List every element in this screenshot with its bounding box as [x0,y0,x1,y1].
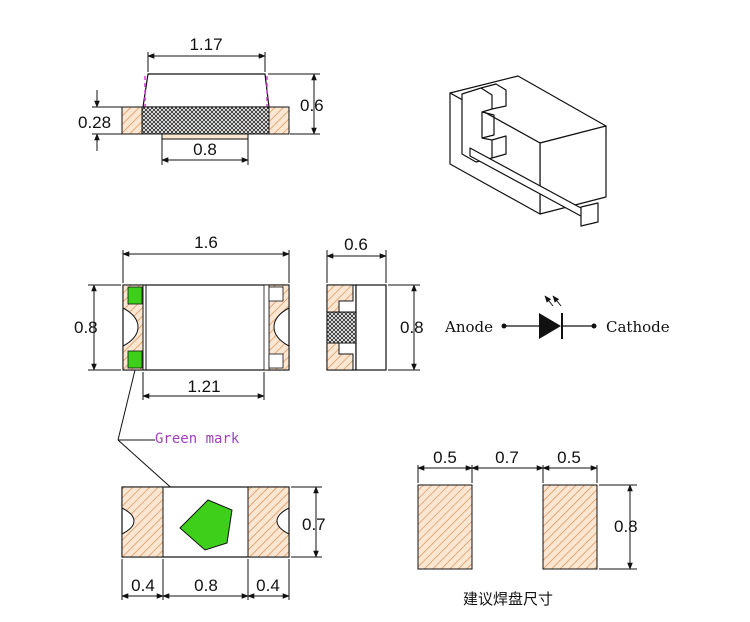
side-view-pad-right [268,106,290,135]
anode-label: Anode [444,318,493,336]
dim-footprint-pad-right: 0.5 [557,448,581,467]
dim-footprint-pad-left: 0.5 [433,448,457,467]
dim-side-width: 1.17 [189,35,222,54]
bottom-view: 0.7 0.4 0.8 0.4 [121,486,326,600]
end-view: 0.6 0.8 [326,235,424,371]
top-view: 1.6 0.8 1.21 Green mark [74,233,290,511]
top-view-outline [122,284,290,371]
iso-right-terminal [580,202,599,227]
bottom-view-green-mark [179,499,233,551]
dim-top-width: 0.8 [74,318,98,337]
green-mark-label: Green mark [155,431,240,447]
side-view-lens [142,73,270,108]
light-arrow-1 [544,295,554,307]
side-view-bottom-pad [161,133,249,140]
cathode-label: Cathode [606,318,670,336]
dim-pad-gap: 0.8 [193,140,217,159]
side-view: 1.17 0.6 0.28 0.8 [78,35,324,165]
dim-bottom-right-pad: 0.4 [256,576,280,595]
dim-footprint-height: 0.8 [614,517,638,536]
light-arrow-2 [552,295,562,307]
dim-footprint-spacing: 0.7 [495,448,519,467]
cathode-terminal-dot [591,323,597,329]
top-view-right-terminal [268,284,290,371]
bottom-view-right-pad [247,486,290,558]
footprint-pad-right [542,484,598,570]
isometric-view [449,75,607,227]
footprint-pad-left [417,484,473,570]
diode-triangle [539,313,561,339]
side-view-pad-left [121,106,143,135]
recommended-footprint: 0.5 0.7 0.5 0.8 建议焊盘尺寸 [417,448,638,608]
footprint-caption: 建议焊盘尺寸 [463,590,553,608]
dim-bottom-left-pad: 0.4 [131,576,155,595]
top-view-green-mark-lower [127,350,143,369]
end-view-pad-bottom [326,342,354,371]
dim-base-thickness: 0.28 [78,113,111,132]
diode-schematic: Anode Cathode [444,295,670,339]
end-view-substrate [326,311,357,344]
bottom-view-left-pad [121,486,164,558]
dim-top-length: 1.6 [194,233,218,252]
dim-end-thickness: 0.6 [344,235,368,254]
dim-bottom-pad-height: 0.7 [302,515,326,534]
side-view-substrate [121,106,290,135]
top-view-green-mark-upper [127,286,143,305]
dim-bottom-gap: 0.8 [194,576,218,595]
end-view-lens [355,284,387,371]
dim-end-width: 0.8 [400,318,424,337]
dim-side-height: 0.6 [300,96,324,115]
top-view-left-terminal [122,284,144,371]
dim-top-inner: 1.21 [187,377,220,396]
